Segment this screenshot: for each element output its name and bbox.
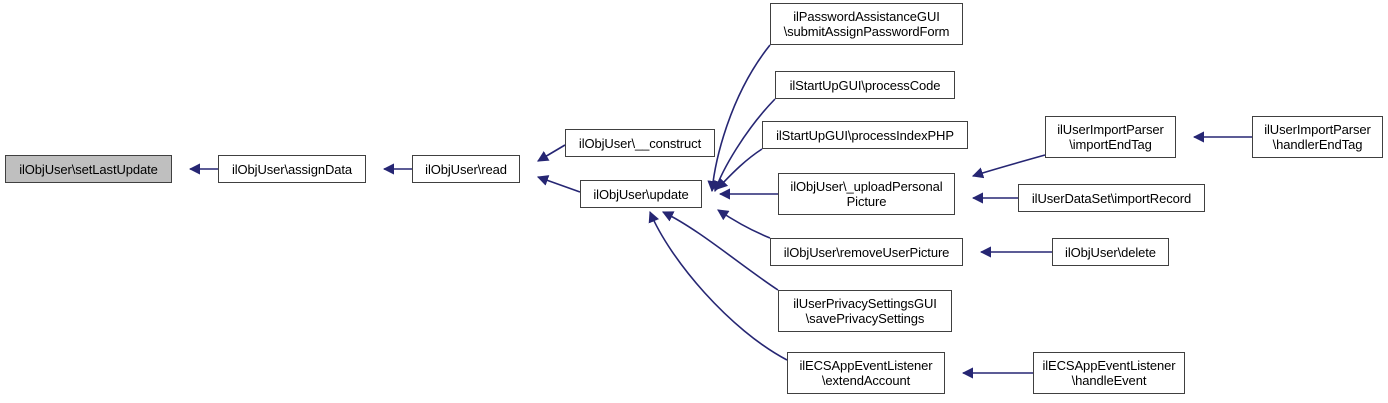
graph-edge — [971, 154, 1046, 179]
graph-node-delete[interactable]: ilObjUser\delete — [1052, 238, 1169, 266]
graph-edge — [717, 209, 771, 239]
graph-node-update[interactable]: ilObjUser\update — [580, 180, 702, 208]
graph-node-setLastUpdate[interactable]: ilObjUser\setLastUpdate — [5, 155, 172, 183]
graph-edge — [536, 175, 581, 193]
graph-node-read[interactable]: ilObjUser\read — [412, 155, 520, 183]
graph-edge — [707, 44, 771, 193]
graph-node-removeUserPicture[interactable]: ilObjUser\removeUserPicture — [770, 238, 963, 266]
graph-node-processIndexPHP[interactable]: ilStartUpGUI\processIndexPHP — [762, 121, 968, 149]
graph-edge — [648, 210, 788, 361]
graph-node-assignData[interactable]: ilObjUser\assignData — [218, 155, 366, 183]
graph-node-extendAccount[interactable]: ilECSAppEventListener \extendAccount — [787, 352, 945, 394]
graph-node-construct[interactable]: ilObjUser\__construct — [565, 129, 715, 157]
graph-node-handleEvent[interactable]: ilECSAppEventListener \handleEvent — [1033, 352, 1185, 394]
graph-edge — [537, 144, 566, 162]
graph-node-importEndTag[interactable]: ilUserImportParser \importEndTag — [1045, 116, 1176, 158]
graph-edge — [716, 148, 763, 190]
graph-node-processCode[interactable]: ilStartUpGUI\processCode — [775, 71, 955, 99]
graph-node-submitAssignPasswordForm[interactable]: ilPasswordAssistanceGUI \submitAssignPas… — [770, 3, 963, 45]
graph-node-savePrivacySettings[interactable]: ilUserPrivacySettingsGUI \savePrivacySet… — [778, 290, 952, 332]
graph-edge — [661, 211, 779, 291]
graph-node-uploadPersonalPicture[interactable]: ilObjUser\_uploadPersonal Picture — [778, 173, 955, 215]
graph-node-handlerEndTag[interactable]: ilUserImportParser \handlerEndTag — [1252, 116, 1383, 158]
graph-node-importRecord[interactable]: ilUserDataSet\importRecord — [1018, 184, 1205, 212]
